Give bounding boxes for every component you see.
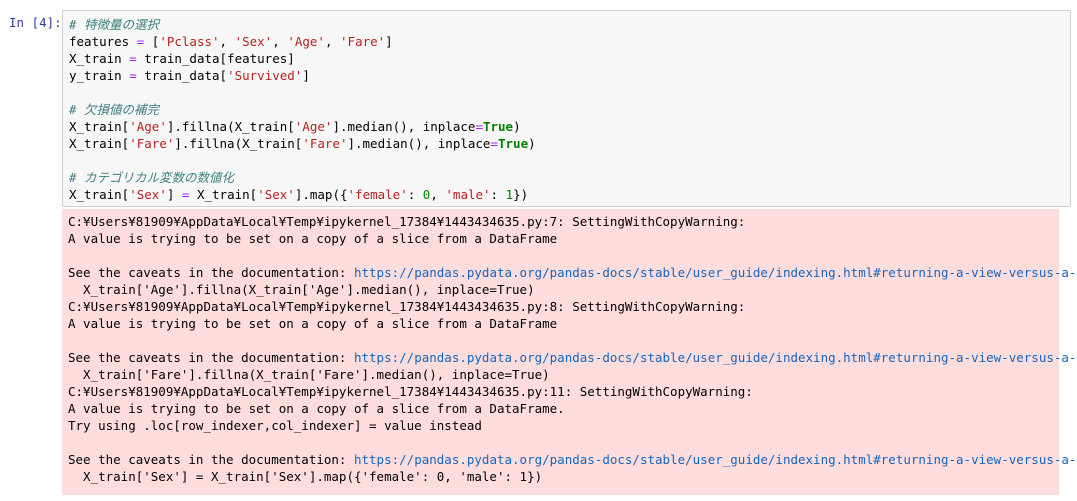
code-string: 'Sex': [129, 187, 167, 202]
code-string: 'Fare': [129, 136, 175, 151]
blank-line: [68, 434, 1077, 451]
warning-path-line: C:¥Users¥81909¥AppData¥Local¥Temp¥ipyker…: [68, 384, 753, 399]
code-blank-line: [69, 152, 536, 169]
input-prompt: In [4]:: [9, 15, 62, 30]
docs-line: See the caveats in the documentation: ht…: [68, 451, 1077, 468]
code-line: X_train['Age'].fillna(X_train['Age'].med…: [69, 118, 536, 135]
code-token: ): [513, 119, 521, 134]
code-token: ].fillna(X_train[: [174, 136, 303, 151]
code-token: X_train[: [69, 187, 130, 202]
code-operator: =: [475, 119, 483, 134]
code-string: 'Fare': [340, 34, 386, 49]
code-token: ): [528, 136, 536, 151]
code-token: ]: [302, 68, 310, 83]
code-token: X_train[: [69, 136, 130, 151]
warning-hint-line: Try using .loc[row_indexer,col_indexer] …: [68, 418, 482, 433]
docs-prefix: See the caveats in the documentation:: [68, 452, 354, 467]
code-token: ].fillna(X_train[: [166, 119, 295, 134]
warning-message-line: A value is trying to be set on a copy of…: [68, 316, 558, 331]
code-token: }): [513, 187, 529, 202]
code-token: train_data[: [136, 68, 228, 83]
code-token: :: [407, 187, 423, 202]
code-blank-line: [69, 84, 536, 101]
code-string: 'Age': [287, 34, 325, 49]
code-keyword: True: [482, 119, 514, 134]
code-string: 'Age': [294, 119, 333, 134]
code-token: ,: [430, 187, 446, 202]
blank-line: [68, 247, 1077, 264]
code-number: 0: [422, 187, 431, 202]
warning-message-line: A value is trying to be set on a copy of…: [68, 401, 565, 416]
docs-line: See the caveats in the documentation: ht…: [68, 349, 1077, 366]
code-string: 'Sex': [234, 34, 273, 49]
code-string: 'Pclass': [159, 34, 220, 49]
code-token: ]: [385, 34, 393, 49]
code-operator: =: [136, 34, 145, 49]
code-token: :: [490, 187, 506, 202]
docs-link[interactable]: https://pandas.pydata.org/pandas-docs/st…: [353, 265, 1077, 280]
code-token: ].median(), inplace: [332, 119, 476, 134]
stderr-output: C:¥Users¥81909¥AppData¥Local¥Temp¥ipyker…: [62, 209, 1077, 495]
code-comment: # 欠損値の補完: [69, 102, 160, 117]
code-line: # 欠損値の補完: [69, 101, 536, 118]
code-string: 'male': [445, 187, 491, 202]
code-token: y_train: [69, 68, 130, 83]
code-comment: # カテゴリカル変数の数値化: [69, 170, 235, 185]
code-operator: =: [129, 68, 137, 83]
code-token: ].median(), inplace: [347, 136, 491, 151]
code-line: y_train = train_data['Survived']: [69, 67, 536, 84]
stderr-text: C:¥Users¥81909¥AppData¥Local¥Temp¥ipyker…: [68, 213, 1077, 485]
warning-code-line: X_train['Fare'].fillna(X_train['Fare'].m…: [68, 367, 550, 382]
code-token: ].map({: [294, 187, 348, 202]
code-number: 1: [505, 187, 514, 202]
docs-link[interactable]: https://pandas.pydata.org/pandas-docs/st…: [353, 350, 1077, 365]
warning-message-line: A value is trying to be set on a copy of…: [68, 231, 558, 246]
code-string: 'Age': [129, 119, 167, 134]
warning-path-line: C:¥Users¥81909¥AppData¥Local¥Temp¥ipyker…: [68, 299, 746, 314]
code-keyword: True: [498, 136, 529, 151]
code-string: 'Sex': [257, 187, 295, 202]
code-token: features: [69, 34, 137, 49]
docs-prefix: See the caveats in the documentation:: [68, 265, 354, 280]
warning-path-line: C:¥Users¥81909¥AppData¥Local¥Temp¥ipyker…: [68, 214, 746, 229]
code-token: X_train: [69, 51, 130, 66]
warning-code-line: X_train['Sex'] = X_train['Sex'].map({'fe…: [68, 469, 543, 484]
warning-code-line: X_train['Age'].fillna(X_train['Age'].med…: [68, 282, 535, 297]
code-line: # カテゴリカル変数の数値化: [69, 169, 536, 186]
code-token: ,: [324, 34, 341, 49]
docs-link[interactable]: https://pandas.pydata.org/pandas-docs/st…: [353, 452, 1077, 467]
code-token: ,: [272, 34, 288, 49]
code-operator: =: [490, 136, 498, 151]
code-operator: =: [181, 187, 190, 202]
code-string: 'Fare': [302, 136, 348, 151]
code-token: X_train[: [189, 187, 258, 202]
code-line: X_train['Fare'].fillna(X_train['Fare'].m…: [69, 135, 536, 152]
code-token: ]: [166, 187, 182, 202]
code-operator: =: [129, 51, 137, 66]
code-token: X_train[: [69, 119, 130, 134]
code-string: 'Survived': [227, 68, 303, 83]
code-comment: # 特徴量の選択: [69, 17, 160, 32]
code-line: # 特徴量の選択: [69, 16, 536, 33]
code-token: [: [144, 34, 160, 49]
code-string: 'female': [347, 187, 408, 202]
docs-line: See the caveats in the documentation: ht…: [68, 264, 1077, 281]
docs-prefix: See the caveats in the documentation:: [68, 350, 354, 365]
code-line: X_train['Sex'] = X_train['Sex'].map({'fe…: [69, 186, 536, 203]
code-line: X_train = train_data[features]: [69, 50, 536, 67]
blank-line: [68, 332, 1077, 349]
code-token: train_data[features]: [136, 51, 295, 66]
code-token: ,: [219, 34, 235, 49]
code-line: features = ['Pclass', 'Sex', 'Age', 'Far…: [69, 33, 536, 50]
